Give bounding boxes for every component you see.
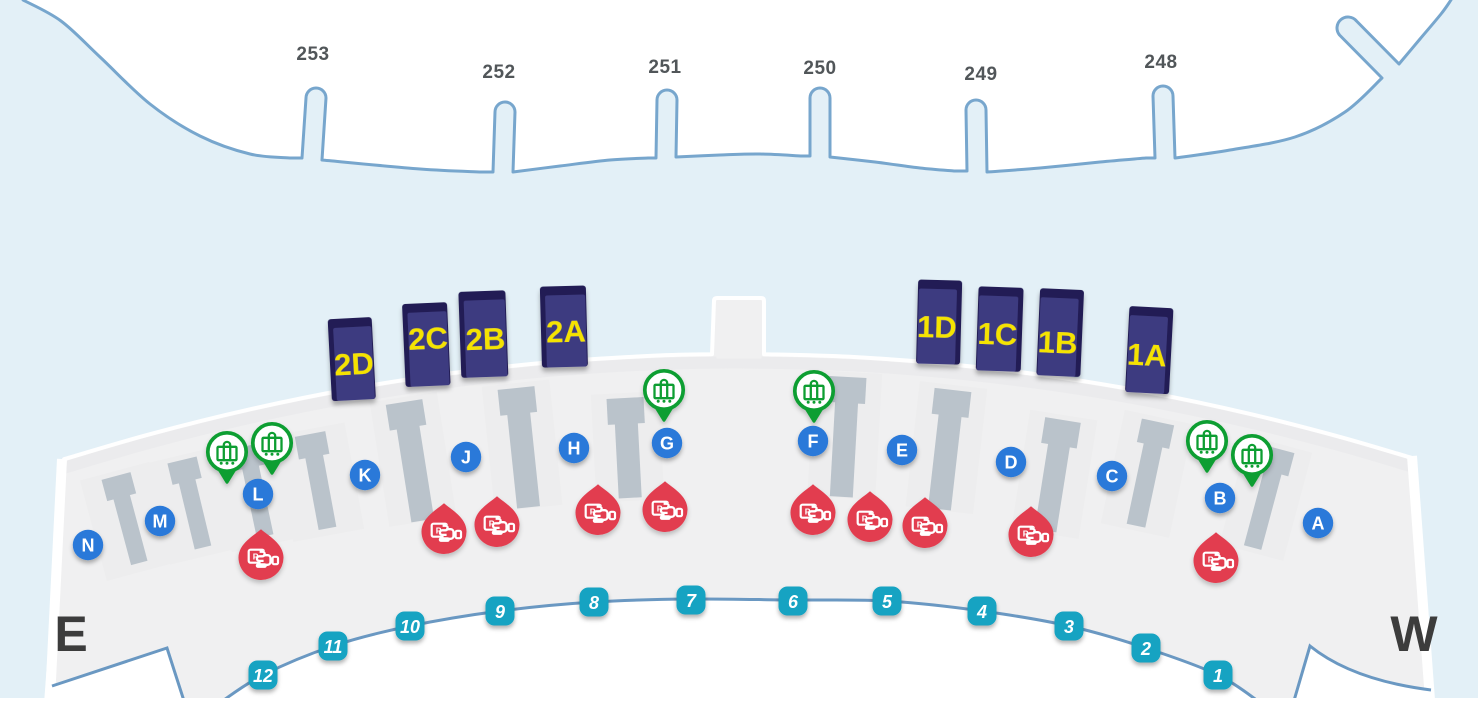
svg-text:12: 12 [253,666,273,686]
svg-text:2A: 2A [546,314,587,350]
svg-text:P: P [917,519,923,529]
svg-text:D: D [1005,452,1018,472]
svg-text:3: 3 [1064,617,1074,637]
svg-text:2D: 2D [333,346,374,383]
svg-text:11: 11 [324,637,343,657]
svg-text:M: M [153,511,168,531]
svg-text:4: 4 [976,602,987,622]
svg-text:5: 5 [882,592,893,612]
svg-text:P: P [862,513,868,523]
svg-text:10: 10 [400,617,420,637]
svg-text:F: F [808,431,819,451]
svg-text:1D: 1D [917,309,958,345]
svg-text:P: P [657,503,663,513]
svg-text:9: 9 [495,602,505,622]
svg-text:P: P [1023,528,1029,538]
svg-text:1C: 1C [977,316,1018,352]
svg-text:8: 8 [589,593,599,613]
svg-text:P: P [590,506,596,516]
svg-text:251: 251 [648,57,681,78]
svg-text:P: P [1208,554,1214,564]
svg-text:6: 6 [788,592,799,612]
svg-text:7: 7 [686,591,697,611]
svg-text:248: 248 [1144,52,1177,73]
svg-text:J: J [461,447,471,467]
svg-text:2C: 2C [407,320,448,357]
svg-text:P: P [253,551,259,561]
svg-text:2: 2 [1140,639,1151,659]
svg-text:W: W [1390,606,1438,662]
svg-text:249: 249 [964,64,997,85]
svg-text:250: 250 [803,58,836,79]
svg-text:252: 252 [482,62,515,83]
svg-text:P: P [805,506,811,516]
svg-text:1B: 1B [1037,324,1078,361]
svg-text:G: G [660,433,674,453]
svg-text:253: 253 [296,44,329,65]
svg-text:2B: 2B [465,321,506,357]
svg-text:C: C [1106,466,1119,486]
svg-text:N: N [82,535,95,555]
svg-text:1: 1 [1213,666,1223,686]
svg-text:E: E [54,606,87,662]
svg-text:P: P [436,525,442,535]
svg-text:A: A [1312,513,1325,533]
svg-text:P: P [489,518,495,528]
svg-text:H: H [568,438,581,458]
svg-text:L: L [253,484,264,504]
svg-text:1A: 1A [1126,337,1167,374]
svg-text:B: B [1214,488,1227,508]
svg-text:K: K [359,465,372,485]
svg-text:E: E [896,440,908,460]
